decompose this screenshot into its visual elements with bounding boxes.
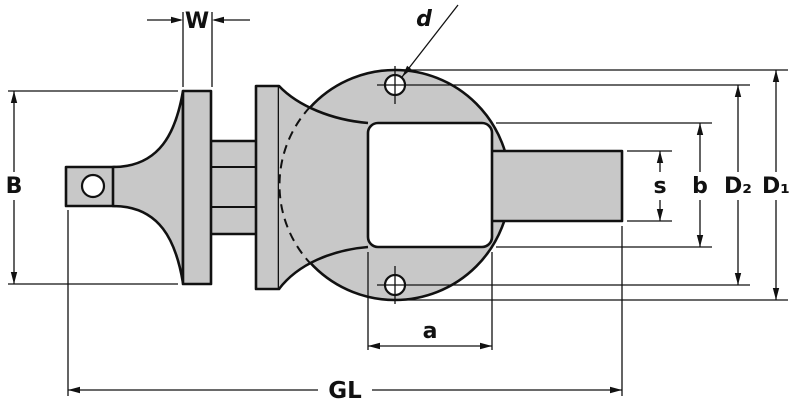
rear-jaw-plate [254,84,281,291]
dimensions: W d B s b D₂ [6,4,790,404]
arrowhead-d2-top [734,85,742,97]
dim-label-d: d [416,7,432,32]
body-bell-curve-top [278,85,369,125]
arrowhead-gl-left [68,386,80,394]
dim-label-a: a [423,319,438,344]
body-bell-curve-bottom [277,245,369,290]
leader-line-d [401,4,459,78]
arrowhead-d1-top [772,70,780,82]
arrowhead-a-right [480,342,492,350]
rear-shaft [488,149,624,223]
arrowhead-d1-bottom [772,288,780,300]
arrowhead-d2-bottom [734,273,742,285]
dim-label-d1: D₁ [762,174,790,199]
arrowhead-d [402,65,412,77]
arrowhead-s-top [656,151,664,163]
arrowhead-b-bottom [10,272,18,284]
arrowhead-s-bottom [656,209,664,221]
arrowhead-small-b-top [696,123,704,135]
front-jaw-plate [181,89,213,286]
front-jaw-bell [111,89,185,285]
dim-label-gl: GL [328,378,362,404]
part-views [64,66,750,304]
body-bell [279,86,368,289]
arrowhead-small-b-bottom [696,235,704,247]
arrowhead-gl-right [610,386,622,394]
square-boss [366,121,494,249]
hidden-flange-arc [278,106,311,264]
dim-label-small-b: b [692,174,708,199]
guide-rails [203,139,264,236]
arrowhead-a-left [368,342,380,350]
dim-label-w: W [185,9,209,34]
arrowhead-w-right [212,16,224,24]
arrowhead-b-top [10,91,18,103]
dim-label-capital-b: B [6,174,23,199]
dim-label-s: s [653,174,666,199]
handle-hole [80,173,106,199]
arrowhead-w-left [171,16,183,24]
dim-label-d2: D₂ [724,174,752,199]
